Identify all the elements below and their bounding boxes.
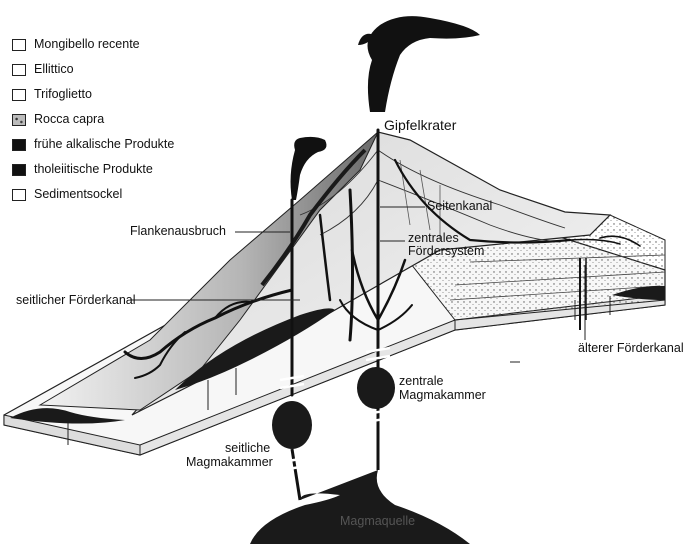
legend-swatch bbox=[12, 189, 26, 201]
lateral-chamber-label-1: seitliche bbox=[225, 442, 270, 455]
legend-swatch bbox=[12, 89, 26, 101]
summit-crater-label: Gipfelkrater bbox=[384, 119, 456, 132]
legend-swatch bbox=[12, 139, 26, 151]
older-channel-label: älterer Förderkanal bbox=[578, 342, 684, 355]
central-chamber-label-1: zentrale bbox=[399, 375, 443, 388]
central-chamber-label-2: Magmakammer bbox=[399, 389, 486, 402]
legend-swatch bbox=[12, 114, 26, 126]
legend-label: Mongibello recente bbox=[34, 37, 140, 51]
legend-swatch bbox=[12, 164, 26, 176]
legend-label: frühe alkalische Produkte bbox=[34, 137, 174, 151]
magma-reservoir-label: Magmaquelle bbox=[340, 515, 415, 528]
magma-reservoir bbox=[250, 470, 470, 544]
summit-plume bbox=[358, 16, 480, 112]
legend-swatch bbox=[12, 39, 26, 51]
flank-eruption-label: Flankenausbruch bbox=[130, 225, 226, 238]
legend-label: Trifoglietto bbox=[34, 87, 92, 101]
lateral-chamber-label-2: Magmakammer bbox=[186, 456, 273, 469]
legend-label: Ellittico bbox=[34, 62, 74, 76]
lateral-channel-label: seitlicher Förderkanal bbox=[16, 294, 136, 307]
legend-label: Rocca capra bbox=[34, 112, 104, 126]
legend-swatch bbox=[12, 64, 26, 76]
legend-label: tholeiitische Produkte bbox=[34, 162, 153, 176]
side-channel-label: Seitenkanal bbox=[427, 200, 492, 213]
legend-label: Sedimentsockel bbox=[34, 187, 122, 201]
central-system-label-2: Fördersystem bbox=[408, 245, 484, 258]
